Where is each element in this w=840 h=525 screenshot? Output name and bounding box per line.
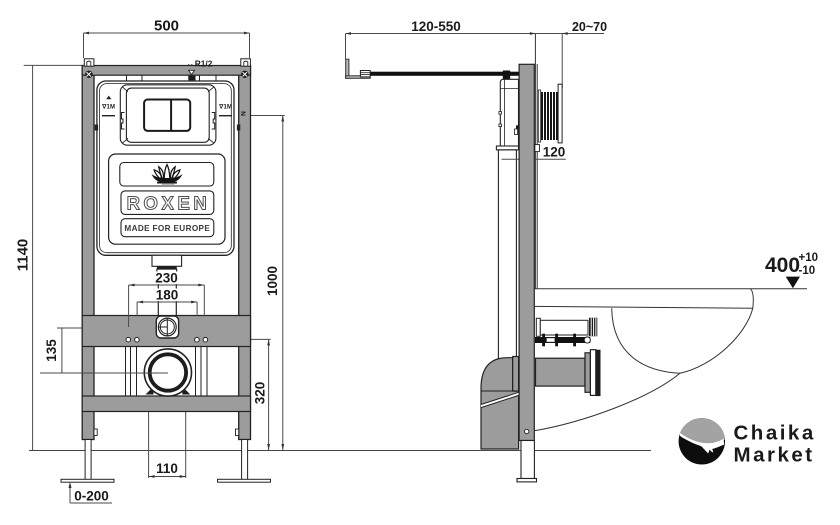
svg-text:∇1M: ∇1M <box>101 103 115 110</box>
svg-text:120: 120 <box>543 145 566 160</box>
svg-text:R1/2: R1/2 <box>195 58 213 68</box>
svg-text:Chaika: Chaika <box>734 422 816 445</box>
svg-text:135: 135 <box>44 339 59 362</box>
svg-text:20~70: 20~70 <box>572 20 607 34</box>
svg-text:0-200: 0-200 <box>74 489 109 504</box>
svg-text:120-550: 120-550 <box>411 19 461 34</box>
svg-text:MADE FOR EUROPE: MADE FOR EUROPE <box>124 224 210 233</box>
svg-text:500: 500 <box>154 18 179 35</box>
svg-text:-10: -10 <box>799 265 816 277</box>
svg-text:ROXEN: ROXEN <box>127 193 211 214</box>
svg-text:∇1M: ∇1M <box>218 103 232 110</box>
svg-text:N: N <box>241 111 248 116</box>
svg-text:320: 320 <box>252 382 267 405</box>
svg-text:180: 180 <box>156 288 179 303</box>
svg-text:1140: 1140 <box>14 239 31 272</box>
svg-text:110: 110 <box>156 461 178 476</box>
svg-text:400: 400 <box>765 254 800 277</box>
svg-text:230: 230 <box>155 271 178 286</box>
svg-text:Market: Market <box>734 444 815 467</box>
svg-text:+10: +10 <box>799 252 819 264</box>
svg-text:1000: 1000 <box>265 266 280 296</box>
